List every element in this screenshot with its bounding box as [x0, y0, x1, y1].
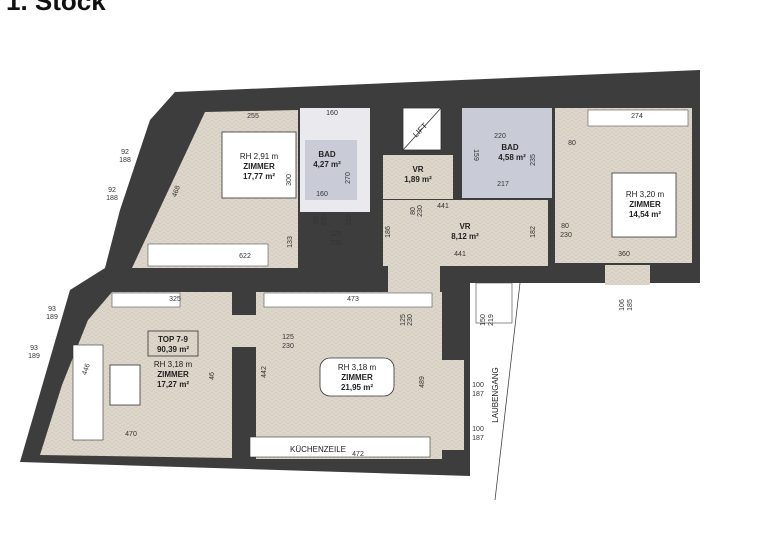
room-area: 4,27 m²	[313, 160, 341, 169]
svg-text:441: 441	[454, 251, 466, 258]
room-name: ZIMMER	[341, 373, 373, 382]
room-height: RH 2,91 m	[240, 152, 279, 161]
svg-text:187: 187	[472, 435, 484, 442]
room-height: RH 3,18 m	[154, 360, 193, 369]
svg-text:217: 217	[497, 181, 509, 188]
wardrobe	[147, 243, 269, 267]
room-name: ZIMMER	[629, 200, 661, 209]
svg-text:188: 188	[119, 157, 131, 164]
room-area: 21,95 m²	[341, 383, 373, 392]
svg-text:255: 255	[247, 113, 259, 120]
svg-text:188: 188	[106, 195, 118, 202]
svg-text:100: 100	[472, 426, 484, 433]
room-name: VR	[459, 222, 470, 231]
svg-text:189: 189	[46, 314, 58, 321]
svg-text:300: 300	[286, 174, 293, 186]
svg-text:360: 360	[618, 251, 630, 258]
room-vr	[383, 200, 548, 266]
room-vr-small	[383, 155, 453, 199]
room-area: 8,12 m²	[451, 232, 479, 241]
svg-text:274: 274	[631, 113, 643, 120]
svg-text:92: 92	[108, 187, 116, 194]
svg-text:230: 230	[560, 232, 572, 239]
svg-text:185: 185	[627, 299, 634, 311]
svg-text:150: 150	[480, 314, 487, 326]
room-name: VR	[412, 165, 423, 174]
room-height: RH 3,18 m	[338, 363, 377, 372]
svg-text:622: 622	[239, 253, 251, 260]
svg-text:182: 182	[530, 226, 537, 238]
svg-text:160: 160	[316, 191, 328, 198]
room-name: ZIMMER	[243, 162, 275, 171]
room-height: RH 3,20 m	[626, 190, 665, 199]
svg-text:80: 80	[410, 207, 417, 215]
kitchen-counter	[249, 436, 431, 458]
svg-text:230: 230	[282, 343, 294, 350]
svg-text:159: 159	[346, 214, 353, 226]
wardrobe	[263, 292, 433, 308]
wardrobe	[111, 292, 181, 308]
gallery-label: LAUBENGANG	[491, 367, 500, 423]
svg-text:441: 441	[437, 203, 449, 210]
svg-text:106: 106	[619, 299, 626, 311]
svg-text:230: 230	[407, 314, 414, 326]
svg-text:93: 93	[30, 345, 38, 352]
dining-table	[319, 357, 395, 397]
unit-badge	[147, 330, 199, 357]
unit-label: TOP 7-9	[158, 335, 188, 344]
dimension-labels: 255 160 300 468 622 133 160 270 80 230 1…	[28, 110, 643, 458]
room-area: 1,89 m²	[404, 175, 432, 184]
room-area: 17,27 m²	[157, 380, 189, 389]
svg-text:187: 187	[472, 391, 484, 398]
svg-text:472: 472	[352, 451, 364, 458]
svg-text:470: 470	[125, 431, 137, 438]
svg-text:80: 80	[568, 140, 576, 147]
svg-text:80: 80	[561, 223, 569, 230]
room-area: 4,58 m²	[498, 153, 526, 162]
svg-text:446: 446	[81, 363, 92, 376]
bed	[611, 172, 677, 238]
svg-text:219: 219	[488, 314, 495, 326]
svg-text:100: 100	[472, 382, 484, 389]
svg-text:220: 220	[494, 133, 506, 140]
coffee-table	[109, 364, 141, 406]
svg-text:230: 230	[321, 214, 328, 226]
unit-area: 90,39 m²	[157, 345, 189, 354]
svg-text:125: 125	[400, 314, 407, 326]
svg-text:80: 80	[313, 216, 320, 224]
room-area: 14,54 m²	[629, 210, 661, 219]
room-bad-2	[462, 108, 552, 198]
svg-text:325: 325	[169, 296, 181, 303]
svg-text:133: 133	[287, 236, 294, 248]
svg-text:230: 230	[330, 240, 342, 247]
kitchen-label: KÜCHENZEILE	[290, 445, 346, 454]
svg-text:230: 230	[417, 205, 424, 217]
svg-text:442: 442	[261, 366, 268, 378]
room-name: BAD	[318, 150, 336, 159]
svg-text:125: 125	[330, 231, 342, 238]
room-area: 17,77 m²	[243, 172, 275, 181]
floor-title: 1. Stock	[6, 0, 106, 16]
svg-text:159: 159	[472, 149, 479, 161]
svg-text:186: 186	[385, 226, 392, 238]
svg-text:189: 189	[28, 353, 40, 360]
sofa	[72, 344, 104, 441]
room-name: BAD	[501, 143, 519, 152]
svg-text:235: 235	[530, 154, 537, 166]
bed	[221, 131, 297, 199]
room-name: ZIMMER	[157, 370, 189, 379]
svg-text:92: 92	[121, 149, 129, 156]
svg-text:93: 93	[48, 306, 56, 313]
svg-text:270: 270	[345, 172, 352, 184]
svg-text:489: 489	[419, 376, 426, 388]
svg-text:160: 160	[326, 110, 338, 117]
svg-text:473: 473	[347, 296, 359, 303]
svg-text:125: 125	[282, 334, 294, 341]
svg-text:468: 468	[171, 185, 182, 198]
svg-text:46: 46	[209, 372, 216, 380]
